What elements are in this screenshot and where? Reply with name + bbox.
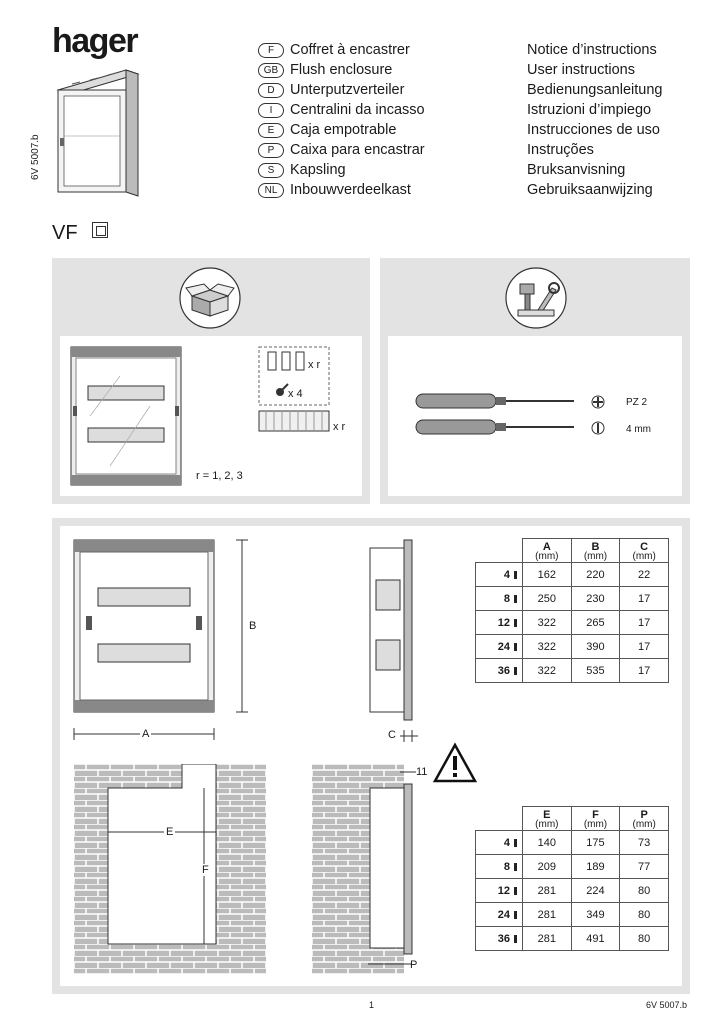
language-title: Flush enclosure [290,62,393,78]
footer-doc-reference: 6V 5007.b [646,1000,688,1010]
language-title: Kapsling [290,162,346,178]
notice-label: Bruksanvisning [527,162,626,178]
language-title: Inbouwverdeelkast [290,182,411,198]
language-code: E [258,122,284,138]
language-code: GB [258,62,284,78]
language-row: S Kapsling [258,160,425,180]
double-insulation-icon [92,222,108,238]
wall-cutout-diagram [74,764,266,974]
side-view-diagram [369,539,418,742]
language-row: I Centralini da incasso [258,100,425,120]
installed-side-diagram [312,764,416,974]
language-row: D Unterputzverteiler [258,80,425,100]
notice-label: Instruções [527,142,594,158]
language-title: Caixa para encastrar [290,142,425,158]
dim-label-P: P [410,959,418,971]
table-header: C(mm) [619,538,669,563]
product-name: VF [52,222,78,244]
dim-label-C: C [388,729,396,741]
notice-label: Instrucciones de uso [527,122,660,138]
label-xr-2: x r [333,421,346,433]
dim-label-B: B [247,620,259,632]
notice-label: Notice d’instructions [527,42,657,58]
label-xr-1: x r [308,359,321,371]
language-code: F [258,42,284,58]
language-row: NL Inbouwverdeelkast [258,180,425,200]
language-code: P [258,142,284,158]
label-rows: r = 1, 2, 3 [196,470,243,482]
language-title: Centralini da incasso [290,102,425,118]
table-header: P(mm) [619,806,669,831]
notice-label: Bedienungsanleitung [527,82,663,98]
language-title: Coffret à encastrer [290,42,410,58]
language-code: NL [258,182,284,198]
screw-head-icons [591,395,605,435]
notice-list: Notice d’instructions User instructions … [527,40,662,200]
language-code: I [258,102,284,118]
blank-strip-diagram [258,410,330,432]
dim-label-A: A [140,728,152,740]
table-header: A(mm) [522,538,572,563]
notice-label: Gebruiksaanwijzing [527,182,653,198]
language-row: GB Flush enclosure [258,60,425,80]
dim-label-E: E [164,826,176,838]
accessories-diagram [258,346,330,406]
language-title: Unterputzverteiler [290,82,405,98]
label-x4: x 4 [288,388,303,400]
language-code: S [258,162,284,178]
table-header: E(mm) [522,806,572,831]
language-row: P Caixa para encastrar [258,140,425,160]
language-code: D [258,82,284,98]
page-number: 1 [369,1000,375,1010]
warning-icon [432,742,478,783]
enclosure-front-diagram [70,346,182,486]
tools-icon [505,267,567,329]
language-title: Caja empotrable [290,122,397,138]
table-header: F(mm) [570,806,621,831]
language-row: E Caja empotrable [258,120,425,140]
language-list: F Coffret à encastrer GB Flush enclosure D… [258,40,425,200]
doc-reference-vertical: 6V 5007.b [30,134,41,180]
product-enclosure-illustration [56,69,140,197]
notice-label: Istruzioni d’impiego [527,102,652,118]
screwdrivers-diagram [415,393,574,435]
table-header: B(mm) [570,538,621,563]
language-row: F Coffret à encastrer [258,40,425,60]
dim-label-F: F [200,864,211,876]
box-contents-icon [179,267,241,329]
label-4mm: 4 mm [626,424,651,435]
front-view-diagram [73,539,248,740]
label-pz2: PZ 2 [626,397,648,408]
dim-label-11: 11 [416,766,428,778]
brand-logo: hager [52,22,139,60]
notice-label: User instructions [527,62,635,78]
